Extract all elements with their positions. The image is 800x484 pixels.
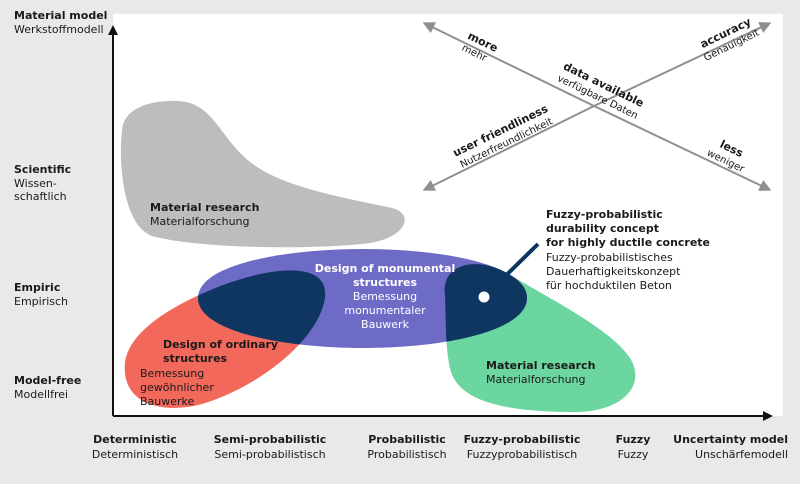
callout-en-2: durability concept bbox=[546, 222, 659, 235]
callout-en-1: Fuzzy-probabilistic bbox=[546, 208, 663, 221]
x-level-semi-de: Semi-probabilistisch bbox=[214, 448, 325, 461]
callout-de-2: Dauerhaftigkeitskonzept bbox=[546, 265, 681, 278]
ordinary-label-de-2: gewöhnlicher bbox=[140, 381, 214, 394]
region-material-research-top bbox=[120, 100, 405, 248]
region-bottom-label-en: Material research bbox=[486, 359, 595, 372]
callout-en-3: for highly ductile concrete bbox=[546, 236, 710, 249]
ordinary-label-en-1: Design of ordinary bbox=[163, 338, 278, 351]
x-level-semi-en: Semi-probabilistic bbox=[214, 433, 327, 446]
callout-leader bbox=[482, 242, 540, 299]
monumental-label-de-1: Bemessung bbox=[353, 290, 417, 303]
x-axis-title-de: Unschärfemodell bbox=[695, 448, 788, 461]
monumental-label-en-2: structures bbox=[353, 276, 418, 289]
x-level-fuzzyprob-en: Fuzzy-probabilistic bbox=[464, 433, 581, 446]
y-level-scientific-de-1: Wissen- bbox=[14, 177, 57, 190]
x-axis-title-en: Uncertainty model bbox=[673, 433, 788, 446]
y-level-scientific-en: Scientific bbox=[14, 163, 71, 176]
monumental-label-en-1: Design of monumental bbox=[315, 262, 456, 275]
x-level-deterministic-de: Deterministisch bbox=[92, 448, 178, 461]
arrow-accuracy bbox=[593, 22, 772, 107]
ordinary-label-de-3: Bauwerke bbox=[140, 395, 195, 408]
x-level-fuzzyprob-de: Fuzzyprobabilistisch bbox=[467, 448, 578, 461]
y-level-empiric-de: Empirisch bbox=[14, 295, 68, 308]
y-level-modelfree-en: Model-free bbox=[14, 374, 81, 387]
y-level-scientific-de-2: schaftlich bbox=[14, 190, 67, 203]
arrow-less bbox=[593, 105, 772, 191]
region-top-label-en: Material research bbox=[150, 201, 259, 214]
monumental-label-de-3: Bauwerk bbox=[361, 318, 410, 331]
y-level-empiric-en: Empiric bbox=[14, 281, 60, 294]
ordinary-label-en-2: structures bbox=[163, 352, 228, 365]
callout-de-1: Fuzzy-probabilistisches bbox=[546, 251, 673, 264]
y-axis-title-de: Werkstoffmodell bbox=[14, 23, 104, 36]
x-level-deterministic-en: Deterministic bbox=[93, 433, 177, 446]
x-level-fuzzy-de: Fuzzy bbox=[618, 448, 649, 461]
region-top-label-de: Materialforschung bbox=[150, 215, 250, 228]
callout-de-3: für hochduktilen Beton bbox=[546, 279, 672, 292]
x-level-fuzzy-en: Fuzzy bbox=[616, 433, 651, 446]
ordinary-label-de-1: Bemessung bbox=[140, 367, 204, 380]
y-axis-title-en: Material model bbox=[14, 9, 107, 22]
monumental-label-de-2: monumentaler bbox=[344, 304, 426, 317]
x-level-probabilistic-de: Probabilistisch bbox=[367, 448, 446, 461]
y-level-modelfree-de: Modellfrei bbox=[14, 388, 68, 401]
region-bottom-label-de: Materialforschung bbox=[486, 373, 586, 386]
callout-dot bbox=[478, 291, 490, 303]
arrow-more bbox=[422, 22, 595, 107]
x-level-probabilistic-en: Probabilistic bbox=[368, 433, 446, 446]
arrow-user-friendliness bbox=[422, 105, 595, 191]
